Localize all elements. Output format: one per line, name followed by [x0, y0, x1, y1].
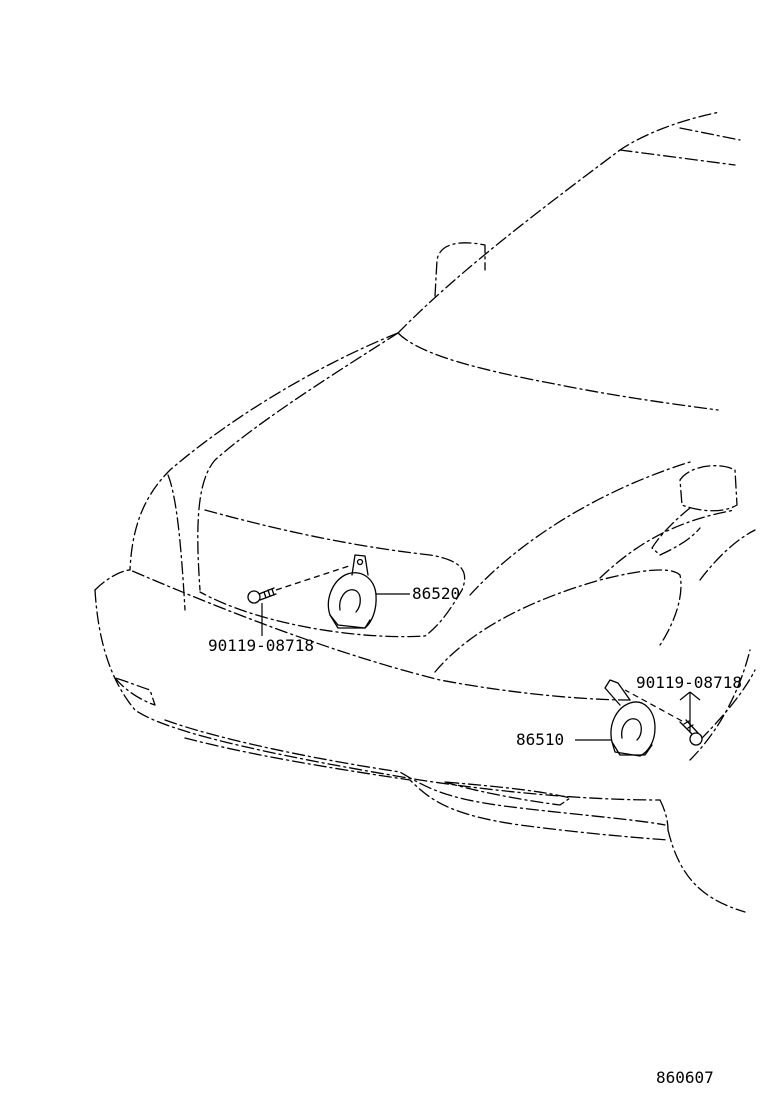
horn-upper-86520	[327, 554, 377, 629]
callout-bolt-left: 90119-08718	[208, 636, 314, 655]
callout-bolt-right: 90119-08718	[636, 673, 742, 692]
horn-lower-86510	[604, 679, 656, 757]
callout-86520: 86520	[412, 584, 460, 603]
illustration-code: 860607	[656, 1068, 714, 1087]
bolt-right	[624, 689, 703, 746]
bolt-left	[247, 564, 353, 604]
leader-lines	[261, 593, 701, 741]
vehicle-outline	[94, 111, 756, 913]
callout-86510: 86510	[516, 730, 564, 749]
